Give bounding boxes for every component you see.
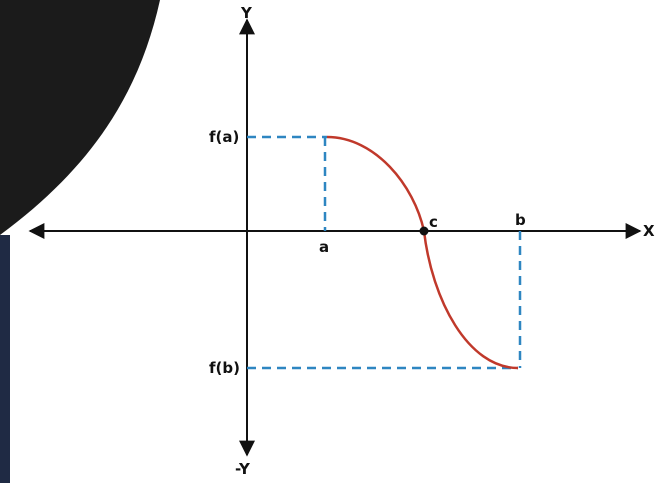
y-axis-label: Y (240, 4, 253, 22)
presenter-overlay (0, 0, 160, 235)
neg-y-axis-label: -Y (235, 460, 251, 478)
root-point-c (419, 226, 429, 236)
fb-label: f(b) (209, 359, 240, 377)
point-a-label: a (319, 238, 329, 256)
point-c-label: c (429, 213, 438, 231)
fa-label: f(a) (209, 128, 239, 146)
left-edge-strip (0, 235, 10, 483)
x-axis-label: X (643, 222, 655, 240)
neg-x-axis-label: -X (14, 222, 31, 240)
function-curve (326, 135, 519, 370)
point-b-label: b (515, 211, 526, 229)
